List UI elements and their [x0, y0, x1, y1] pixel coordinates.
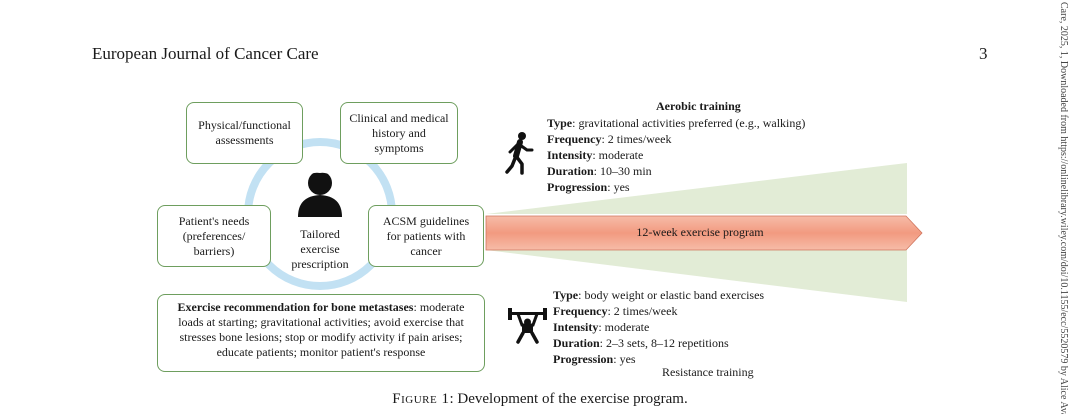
aerobic-wedge [486, 163, 907, 214]
resistance-details: Type: body weight or elastic band exerci… [553, 287, 764, 367]
resistance-progression: Progression: yes [553, 352, 636, 366]
aerobic-progression: Progression: yes [547, 180, 630, 194]
journal-title: European Journal of Cancer Care [92, 44, 319, 63]
aerobic-type: Type: gravitational activities preferred… [547, 116, 806, 130]
resistance-title: Resistance training [662, 365, 754, 379]
walking-icon [505, 132, 534, 175]
resistance-frequency: Frequency: 2 times/week [553, 304, 678, 318]
resistance-duration: Duration: 2–3 sets, 8–12 repetitions [553, 336, 729, 350]
aerobic-frequency: Frequency: 2 times/week [547, 132, 672, 146]
bone-title: Exercise recommendation for bone metasta… [177, 300, 414, 314]
aerobic-intensity: Intensity: moderate [547, 148, 644, 162]
resistance-type: Type: body weight or elastic band exerci… [553, 288, 765, 302]
download-notice: Care, 2025, 1, Downloaded from https://o… [1058, 2, 1069, 414]
program-arrow-label: 12-week exercise program [636, 225, 764, 239]
program-arrow [485, 215, 923, 251]
clinical-history-box: Clinical and medical history and symptom… [340, 102, 458, 164]
aerobic-details: Type: gravitational activities preferred… [547, 115, 805, 195]
caption-label: Figure 1 [392, 391, 450, 407]
bone-metastases-box: Exercise recommendation for bone metasta… [157, 294, 485, 372]
physical-assessment-box: Physical/functional assessments [186, 102, 303, 164]
resistance-intensity: Intensity: moderate [553, 320, 650, 334]
acsm-guidelines-box: ACSM guidelines for patients with cancer [368, 205, 484, 267]
page-number: 3 [979, 44, 988, 63]
caption-text: : Development of the exercise program. [449, 391, 688, 407]
bone-text: : moderate loads at starting; gravitatio… [178, 300, 465, 359]
weightlifter-icon [508, 308, 547, 344]
patient-needs-box: Patient's needs (preferences/ barriers) [157, 205, 271, 267]
tailored-prescription-label: Tailored exercise prescription [291, 227, 349, 271]
figure-caption: Figure 1: Development of the exercise pr… [0, 391, 1080, 408]
aerobic-title: Aerobic training [656, 99, 741, 113]
resistance-wedge [486, 250, 907, 302]
person-icon [298, 170, 342, 217]
aerobic-duration: Duration: 10–30 min [547, 164, 652, 178]
